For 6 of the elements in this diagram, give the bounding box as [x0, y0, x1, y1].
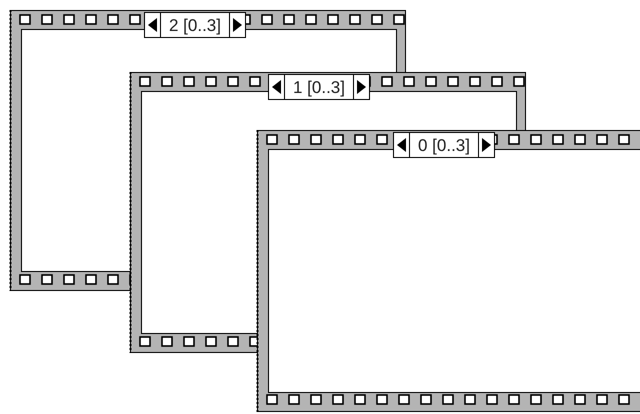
frame-selector	[393, 132, 495, 158]
frame-label: 1 [0..3]	[293, 78, 345, 96]
frame-selector	[268, 74, 370, 100]
frame-label: 2 [0..3]	[169, 16, 221, 34]
frame-selector	[144, 12, 246, 38]
frame-label: 0 [0..3]	[418, 136, 470, 154]
